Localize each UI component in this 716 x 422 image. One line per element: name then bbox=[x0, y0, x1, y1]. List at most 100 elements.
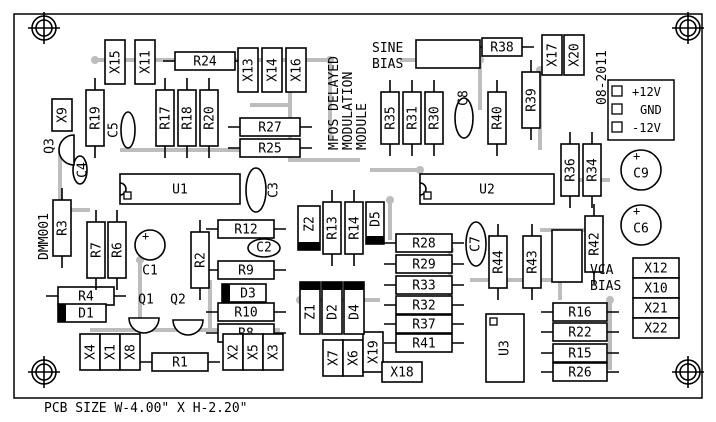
part-label: R9 bbox=[238, 264, 254, 279]
part-label: R14 bbox=[348, 216, 363, 240]
power-label-gnd: GND bbox=[640, 103, 662, 117]
part-label: R2 bbox=[194, 252, 209, 268]
module-title: MFOS DELAYED MODULATION MODULE bbox=[327, 56, 370, 150]
part-label: R30 bbox=[428, 106, 443, 129]
part-label: X16 bbox=[290, 58, 305, 81]
part-label: X11 bbox=[139, 50, 154, 73]
resistor-r12: R12 bbox=[206, 219, 286, 239]
module-title-line-1: MFOS DELAYED bbox=[327, 56, 342, 150]
part-label: Z2 bbox=[303, 216, 318, 232]
board-outline bbox=[13, 13, 703, 399]
part-label: R24 bbox=[193, 55, 217, 70]
resistor-r30: R30 bbox=[424, 80, 444, 156]
part-label: U1 bbox=[172, 183, 188, 198]
part-label: X20 bbox=[568, 43, 583, 66]
resistor-r14: R14 bbox=[344, 190, 364, 266]
resistor-r43: R43 bbox=[522, 224, 542, 300]
module-title-line-2: MODULATION bbox=[341, 72, 356, 150]
capacitor-c3: C3 bbox=[245, 167, 282, 213]
header-x20: X20 bbox=[563, 34, 585, 76]
part-label: R15 bbox=[568, 347, 591, 362]
resistor-r15: R15 bbox=[541, 343, 619, 363]
part-label: X12 bbox=[644, 262, 667, 277]
part-label: D5 bbox=[369, 211, 384, 227]
capacitor-c4: C4 bbox=[72, 155, 91, 185]
header-x2: X2 bbox=[222, 333, 244, 371]
header-x8: X8 bbox=[119, 333, 141, 371]
transistor-q2: Q2 bbox=[170, 293, 204, 336]
module-title-line-3: MODULE bbox=[355, 103, 370, 150]
resistor-r16: R16 bbox=[541, 302, 619, 322]
part-label: R41 bbox=[412, 337, 435, 352]
resistor-r25: R25 bbox=[228, 138, 312, 158]
header-x3: X3 bbox=[262, 333, 284, 371]
header-x11: X11 bbox=[134, 39, 156, 85]
resistor-r40: R40 bbox=[487, 80, 507, 156]
part-label: R38 bbox=[490, 41, 513, 56]
resistor-r6: R6 bbox=[107, 210, 127, 290]
header-x18: X18 bbox=[381, 361, 423, 383]
part-label: X8 bbox=[124, 344, 139, 360]
part-label: R43 bbox=[526, 250, 541, 273]
part-label: X14 bbox=[266, 58, 281, 82]
mounting-hole-top-left bbox=[28, 12, 60, 44]
diode-d4: D4 bbox=[343, 281, 365, 335]
part-label: R31 bbox=[406, 106, 421, 129]
part-label: U2 bbox=[479, 183, 495, 198]
part-label: R19 bbox=[89, 106, 104, 129]
capacitor-c7: C7 bbox=[465, 221, 487, 267]
part-label: R42 bbox=[588, 232, 603, 255]
part-label: R6 bbox=[111, 242, 126, 258]
electrolytic-layer: +C1+C9+C6 bbox=[134, 149, 662, 279]
polarity-mark: + bbox=[633, 149, 640, 163]
sine-bias-label-1: SINE bbox=[372, 41, 403, 56]
diode-z2: Z2 bbox=[297, 205, 321, 251]
part-label: R4 bbox=[78, 290, 94, 305]
header-x6: X6 bbox=[342, 339, 364, 377]
resistor-r7: R7 bbox=[86, 210, 106, 290]
part-label: D3 bbox=[240, 287, 256, 302]
part-label: R13 bbox=[326, 216, 341, 239]
resistor-r18: R18 bbox=[177, 78, 197, 158]
part-label: R34 bbox=[586, 158, 601, 182]
header-x17: X17 bbox=[541, 34, 563, 76]
diode-d1: D1 bbox=[57, 303, 107, 323]
power-connector: +12V GND -12V bbox=[607, 79, 675, 141]
header-x16: X16 bbox=[285, 47, 307, 93]
header-x19: X19 bbox=[362, 331, 384, 373]
resistor-r35: R35 bbox=[380, 80, 400, 156]
power-label-minus12: -12V bbox=[632, 121, 661, 135]
diode-z1: Z1 bbox=[299, 281, 321, 335]
part-label: R1 bbox=[172, 356, 188, 371]
trimmer-sine-bias[interactable] bbox=[415, 39, 481, 69]
resistor-r2: R2 bbox=[190, 220, 210, 300]
ic-u1: U1 bbox=[119, 173, 241, 205]
header-x21: X21 bbox=[632, 297, 680, 319]
part-label: U3 bbox=[498, 340, 513, 356]
part-label: X18 bbox=[390, 366, 413, 381]
resistor-r29: R29 bbox=[384, 254, 464, 274]
header-x22: X22 bbox=[632, 317, 680, 339]
sine-bias-label-2: BIAS bbox=[372, 57, 403, 72]
mounting-hole-bottom-left bbox=[28, 356, 60, 388]
part-label: R3 bbox=[56, 220, 71, 236]
diode-d5: D5 bbox=[365, 201, 385, 245]
resistor-r26: R26 bbox=[541, 362, 619, 382]
header-x13: X13 bbox=[237, 47, 259, 93]
part-label: R16 bbox=[568, 306, 591, 321]
part-label: R26 bbox=[568, 366, 591, 381]
diode-d2: D2 bbox=[321, 281, 343, 335]
resistor-r28: R28 bbox=[384, 233, 464, 253]
resistor-r10: R10 bbox=[206, 302, 286, 322]
header-x10: X10 bbox=[632, 277, 680, 299]
part-label: X3 bbox=[267, 344, 282, 360]
resistor-r17: R17 bbox=[155, 78, 175, 158]
part-label: X4 bbox=[84, 344, 99, 360]
resistor-r31: R31 bbox=[402, 80, 422, 156]
trimmer-vca-bias[interactable] bbox=[551, 229, 583, 283]
